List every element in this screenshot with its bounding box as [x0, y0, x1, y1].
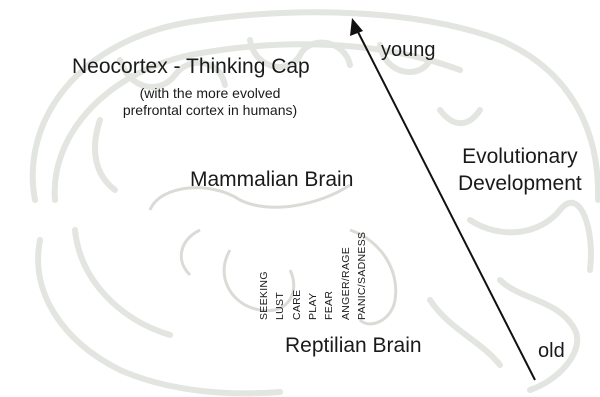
emotion-seeking: SEEKING	[258, 271, 270, 320]
development-line: Development	[458, 172, 582, 195]
evolutionary-development-label: Evolutionary Development	[458, 143, 582, 197]
emotion-care: CARE	[290, 289, 303, 320]
neocortex-subtitle: (with the more evolved prefrontal cortex…	[100, 85, 320, 119]
young-label: young	[381, 39, 436, 61]
emotion-lust: LUST	[274, 291, 287, 320]
emotion-systems-list: SEEKING LUST CARE PLAY FEAR ANGER/RAGE P…	[258, 208, 368, 320]
evolutionary-line: Evolutionary	[462, 145, 578, 168]
emotion-anger-rage: ANGER/RAGE	[339, 246, 352, 320]
mammalian-brain-label: Mammalian Brain	[190, 168, 354, 191]
arrow-head-icon	[350, 18, 363, 36]
emotion-play: PLAY	[306, 292, 319, 320]
emotion-panic-sadness: PANIC/SADNESS	[355, 231, 368, 320]
neocortex-title: Neocortex - Thinking Cap	[72, 55, 310, 78]
old-label: old	[538, 340, 565, 362]
reptilian-brain-label: Reptilian Brain	[285, 334, 422, 357]
neocortex-subtitle-line-2: prefrontal cortex in humans)	[122, 102, 298, 118]
neocortex-subtitle-line-1: (with the more evolved	[139, 85, 281, 101]
emotion-fear: FEAR	[323, 290, 336, 320]
